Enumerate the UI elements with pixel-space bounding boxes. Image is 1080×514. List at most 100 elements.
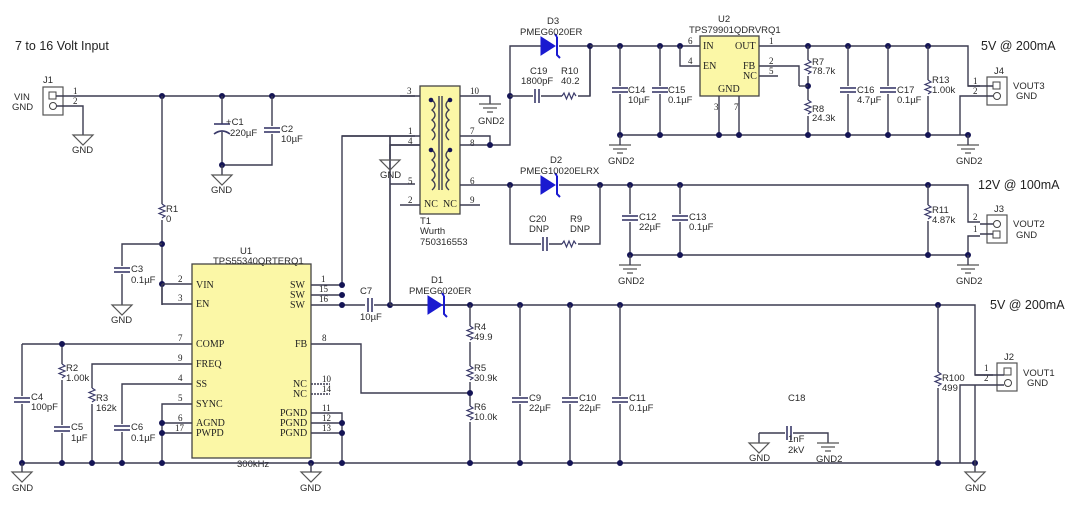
svg-text:2: 2: [178, 274, 183, 284]
svg-text:10: 10: [470, 86, 480, 96]
svg-text:EN: EN: [196, 299, 209, 310]
svg-text:12: 12: [322, 413, 331, 423]
svg-text:SYNC: SYNC: [196, 399, 223, 410]
u2-ref: U2: [718, 14, 730, 25]
r2-label: R2: [66, 363, 78, 374]
svg-text:NC: NC: [424, 199, 438, 210]
svg-text:GND: GND: [72, 145, 93, 156]
svg-text:5: 5: [408, 176, 413, 186]
c3-label: C3: [131, 264, 143, 275]
r7-value: 78.7k: [812, 66, 835, 77]
c11-value: 0.1µF: [629, 403, 654, 414]
svg-text:6: 6: [688, 36, 693, 46]
svg-text:1: 1: [984, 363, 989, 373]
u1-ref: U1: [240, 246, 252, 257]
r1-label: R1: [166, 204, 178, 215]
r1-value: 0: [166, 214, 171, 225]
svg-text:17: 17: [175, 423, 185, 433]
c6-label: C6: [131, 422, 143, 433]
r9-value: DNP: [570, 224, 590, 235]
r5-label: R5: [474, 363, 486, 374]
svg-text:GND: GND: [718, 84, 740, 95]
svg-text:3: 3: [178, 293, 183, 303]
j2-pin-gnd: GND: [1027, 378, 1048, 389]
svg-text:10: 10: [322, 374, 332, 384]
svg-text:IN: IN: [703, 41, 714, 52]
r7-label: R7: [812, 57, 824, 68]
c15-label: C15: [668, 85, 685, 96]
svg-text:4: 4: [688, 56, 693, 66]
svg-text:2: 2: [984, 373, 989, 383]
c5-label: C5: [71, 422, 83, 433]
svg-text:GND: GND: [965, 483, 986, 494]
connector-j2: J2 VOUT1 GND 1 2: [984, 352, 1055, 392]
svg-text:14: 14: [322, 384, 332, 394]
svg-text:GND: GND: [111, 315, 132, 326]
c5-value: 1µF: [71, 433, 88, 444]
r4-value: 49.9: [474, 332, 493, 343]
svg-text:GND2: GND2: [618, 276, 644, 287]
c15-value: 0.1µF: [668, 95, 693, 106]
vout1-rating: 5V @ 200mA: [990, 298, 1065, 312]
connector-j1: J1 VIN GND 1 2: [12, 75, 78, 116]
svg-text:2: 2: [769, 56, 774, 66]
c1-label: +C1: [226, 117, 244, 128]
r8-label: R8: [812, 104, 824, 115]
c20-value: DNP: [529, 224, 549, 235]
svg-text:9: 9: [178, 353, 183, 363]
svg-text:13: 13: [322, 423, 332, 433]
d1-part: PMEG6020ER: [409, 286, 471, 297]
svg-text:7: 7: [734, 102, 739, 112]
c18-label: C18: [788, 393, 805, 404]
r13-label: R13: [932, 75, 949, 86]
gnd-symbol: [72, 134, 94, 146]
svg-text:5: 5: [178, 393, 183, 403]
c4-label: C4: [31, 392, 43, 403]
r11-value: 4.87k: [932, 215, 955, 226]
svg-text:2: 2: [73, 96, 78, 106]
svg-text:GND2: GND2: [478, 116, 504, 127]
svg-text:PGND: PGND: [280, 428, 307, 439]
c1-value: 220µF: [230, 128, 257, 139]
svg-text:11: 11: [322, 403, 331, 413]
svg-text:COMP: COMP: [196, 339, 225, 350]
c10-label: C10: [579, 393, 596, 404]
svg-text:4: 4: [408, 136, 413, 146]
u1-frequency: 300kHz: [237, 459, 269, 470]
j1-pin-vin: VIN: [14, 92, 30, 103]
t1-ref: T1: [420, 216, 431, 227]
c2-value: 10µF: [281, 134, 303, 145]
r100-label: R100: [942, 373, 965, 384]
j2-pin-vout1: VOUT1: [1023, 368, 1055, 379]
r6-label: R6: [474, 402, 486, 413]
c18-rating: 2kV: [788, 445, 805, 456]
d3-part: PMEG6020ER: [520, 27, 582, 38]
svg-text:2: 2: [973, 212, 978, 222]
connector-j3: J3 VOUT2 GND 2 1: [973, 204, 1045, 244]
svg-text:5: 5: [769, 66, 774, 76]
d2-ref: D2: [550, 155, 562, 166]
c12-value: 22µF: [639, 222, 661, 233]
svg-text:16: 16: [319, 294, 329, 304]
svg-text:GND: GND: [300, 483, 321, 494]
d1-ref: D1: [431, 275, 443, 286]
svg-text:1: 1: [321, 274, 326, 284]
diode-d1-symbol: [427, 295, 443, 315]
c14-value: 10µF: [628, 95, 650, 106]
svg-text:NC: NC: [293, 379, 307, 390]
svg-text:1: 1: [973, 76, 978, 86]
j2-ref: J2: [1004, 352, 1014, 363]
u2-part: TPS79901QDRVRQ1: [689, 25, 781, 36]
svg-text:6: 6: [470, 176, 475, 186]
j3-pin-gnd: GND: [1016, 230, 1037, 241]
r4-label: R4: [474, 322, 486, 333]
transformer-t1: NC NC T1 Wurth 750316553 3 1 4 5 2 10 7 …: [407, 85, 480, 248]
u1-part: TPS55340QRTERQ1: [213, 256, 304, 267]
j3-pin-vout2: VOUT2: [1013, 219, 1045, 230]
j1-ref: J1: [43, 75, 53, 86]
c16-label: C16: [857, 85, 874, 96]
j4-ref: J4: [994, 66, 1004, 77]
c12-label: C12: [639, 212, 656, 223]
c7-label: C7: [360, 286, 372, 297]
r5-value: 30.9k: [474, 373, 497, 384]
